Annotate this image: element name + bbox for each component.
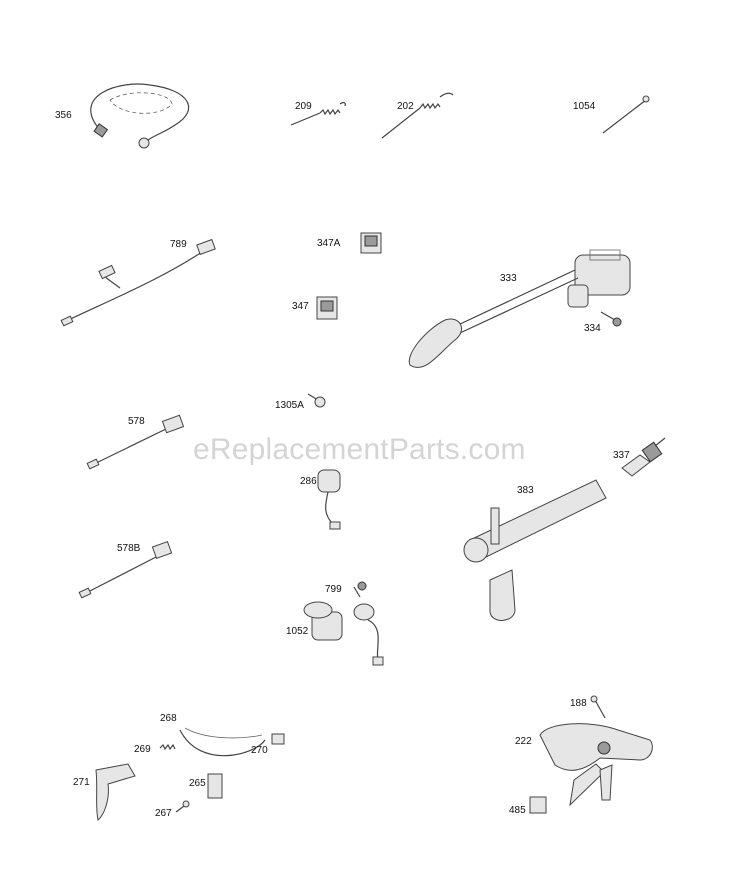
watermark: eReplacementParts.com [193, 433, 526, 466]
callout-1052: 1052 [286, 626, 309, 637]
callout-356: 356 [55, 110, 72, 121]
callout-578B: 578B [117, 543, 141, 554]
callout-265: 265 [189, 778, 206, 789]
callout-1305A: 1305A [275, 400, 304, 411]
callout-222: 222 [515, 736, 532, 747]
part-188-drawing [590, 695, 606, 719]
callout-269: 269 [134, 744, 151, 755]
part-271-drawing [95, 763, 136, 821]
part-270-drawing [271, 733, 285, 745]
part-334-drawing [600, 311, 622, 327]
part-347-drawing [316, 296, 338, 320]
callout-578: 578 [128, 416, 145, 427]
callout-334: 334 [584, 323, 601, 334]
part-1052-drawing [303, 601, 384, 666]
part-209-drawing [290, 101, 346, 126]
callout-1054: 1054 [573, 101, 596, 112]
part-1054-drawing [602, 95, 650, 134]
part-333-drawing [408, 249, 631, 368]
part-286-drawing [317, 469, 341, 530]
part-578-drawing [86, 414, 185, 470]
part-1305A-drawing [307, 393, 326, 408]
callout-268: 268 [160, 713, 177, 724]
part-789-drawing [60, 238, 216, 327]
callout-383: 383 [517, 485, 534, 496]
part-485-drawing [529, 796, 547, 814]
part-222-drawing [539, 723, 653, 807]
part-347A-drawing [360, 232, 382, 254]
part-269-drawing [159, 743, 176, 751]
part-265-drawing [207, 773, 223, 799]
callout-209: 209 [295, 101, 312, 112]
callout-789: 789 [170, 239, 187, 250]
callout-270: 270 [251, 745, 268, 756]
part-799-drawing [353, 581, 367, 598]
callout-337: 337 [613, 450, 630, 461]
part-202-drawing [381, 92, 454, 139]
part-268-drawing [179, 727, 266, 757]
callout-188: 188 [570, 698, 587, 709]
callout-333: 333 [500, 273, 517, 284]
callout-267: 267 [155, 808, 172, 819]
callout-347A: 347A [317, 238, 341, 249]
part-356-drawing [90, 83, 190, 149]
callout-799: 799 [325, 584, 342, 595]
part-578B-drawing [78, 540, 173, 599]
part-267-drawing [175, 800, 190, 813]
part-337-drawing [621, 437, 666, 477]
callout-271: 271 [73, 777, 90, 788]
part-383-drawing [463, 479, 607, 621]
callout-202: 202 [397, 101, 414, 112]
callout-286: 286 [300, 476, 317, 487]
callout-485: 485 [509, 805, 526, 816]
callout-347: 347 [292, 301, 309, 312]
